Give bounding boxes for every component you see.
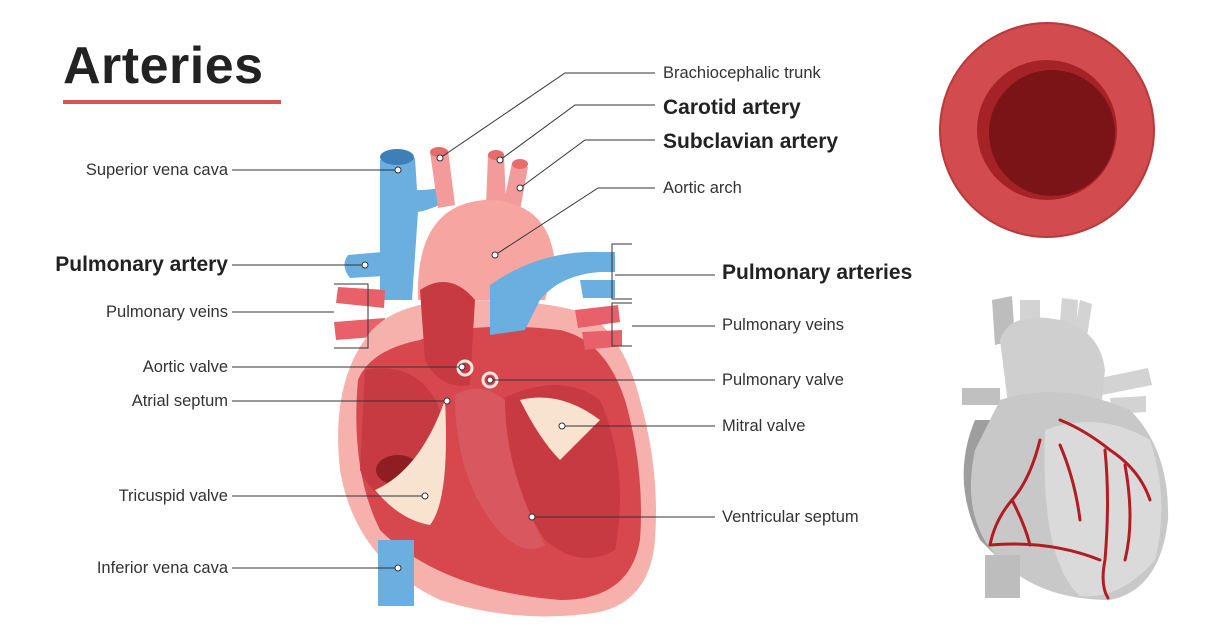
pin-brachiocephalic-trunk: [436, 154, 444, 162]
label-subclavian-artery: Subclavian artery: [663, 130, 839, 153]
subclavian-vessel: [503, 163, 528, 210]
bracket-pulmonary-veins-right: [611, 302, 632, 347]
superior-vena-cava-shape: [380, 153, 450, 300]
label-tricuspid-valve: Tricuspid valve: [118, 487, 228, 505]
pin-pulmonary-artery: [361, 261, 369, 269]
label-mitral-valve: Mitral valve: [722, 417, 806, 435]
label-pulmonary-veins-right: Pulmonary veins: [722, 316, 844, 334]
label-pulmonary-valve: Pulmonary valve: [722, 371, 844, 389]
page-title: Arteries: [63, 37, 264, 95]
label-atrial-septum: Atrial septum: [131, 392, 228, 410]
leader-subclavian-artery: [519, 139, 655, 189]
pin-aortic-arch: [491, 251, 499, 259]
label-inferior-vena-cava: Inferior vena cava: [96, 559, 228, 577]
inferior-vena-cava-shape: [378, 540, 414, 606]
pin-mitral-valve: [558, 422, 566, 430]
pin-aortic-valve: [458, 363, 466, 371]
pin-subclavian-artery: [516, 184, 524, 192]
tricuspid-leaflets: [375, 400, 446, 525]
title-underline: [63, 100, 281, 104]
label-pulmonary-artery: Pulmonary artery: [55, 253, 228, 276]
label-aortic-arch: Aortic arch: [663, 179, 742, 197]
pin-superior-vena-cava: [394, 166, 402, 174]
aortic-valve-ring: [456, 359, 474, 377]
pin-inferior-vena-cava: [394, 564, 402, 572]
label-aortic-valve: Aortic valve: [142, 358, 228, 376]
pulmonary-artery-right-lower: [580, 280, 615, 298]
left-atrium: [420, 282, 475, 386]
pin-carotid-artery: [496, 156, 504, 164]
brachiocephalic-opening: [430, 147, 448, 157]
carotid-vessel: [486, 155, 506, 205]
pulmonary-vein-right-1: [575, 305, 620, 328]
pin-atrial-septum: [443, 397, 451, 405]
leader-brachiocephalic-trunk: [439, 72, 655, 159]
label-carotid-artery: Carotid artery: [663, 96, 801, 119]
brachiocephalic-vessel: [430, 150, 455, 208]
leader-carotid-artery: [499, 104, 655, 161]
label-superior-vena-cava: Superior vena cava: [85, 161, 228, 179]
subclavian-opening: [512, 159, 528, 169]
label-pulmonary-arteries: Pulmonary arteries: [722, 261, 913, 284]
pulmonary-vein-left-1: [336, 287, 385, 308]
pin-tricuspid-valve: [421, 492, 429, 500]
label-pulmonary-veins-left: Pulmonary veins: [106, 303, 228, 321]
label-brachiocephalic-trunk: Brachiocephalic trunk: [663, 64, 821, 82]
grey-heart-illustration: [962, 296, 1169, 600]
bracket-pulmonary-veins-left: [334, 283, 369, 349]
leader-aortic-arch: [494, 187, 655, 256]
pin-ventricular-septum: [528, 513, 536, 521]
ventricular-septum-shape: [455, 388, 545, 550]
superior-vena-cava-opening: [380, 149, 414, 165]
bracket-pulmonary-arteries: [611, 243, 632, 300]
pulmonary-trunk: [490, 251, 615, 335]
pin-pulmonary-valve: [486, 376, 494, 384]
label-ventricular-septum: Ventricular septum: [722, 508, 859, 526]
artery-cross-section-lumen: [989, 70, 1115, 196]
